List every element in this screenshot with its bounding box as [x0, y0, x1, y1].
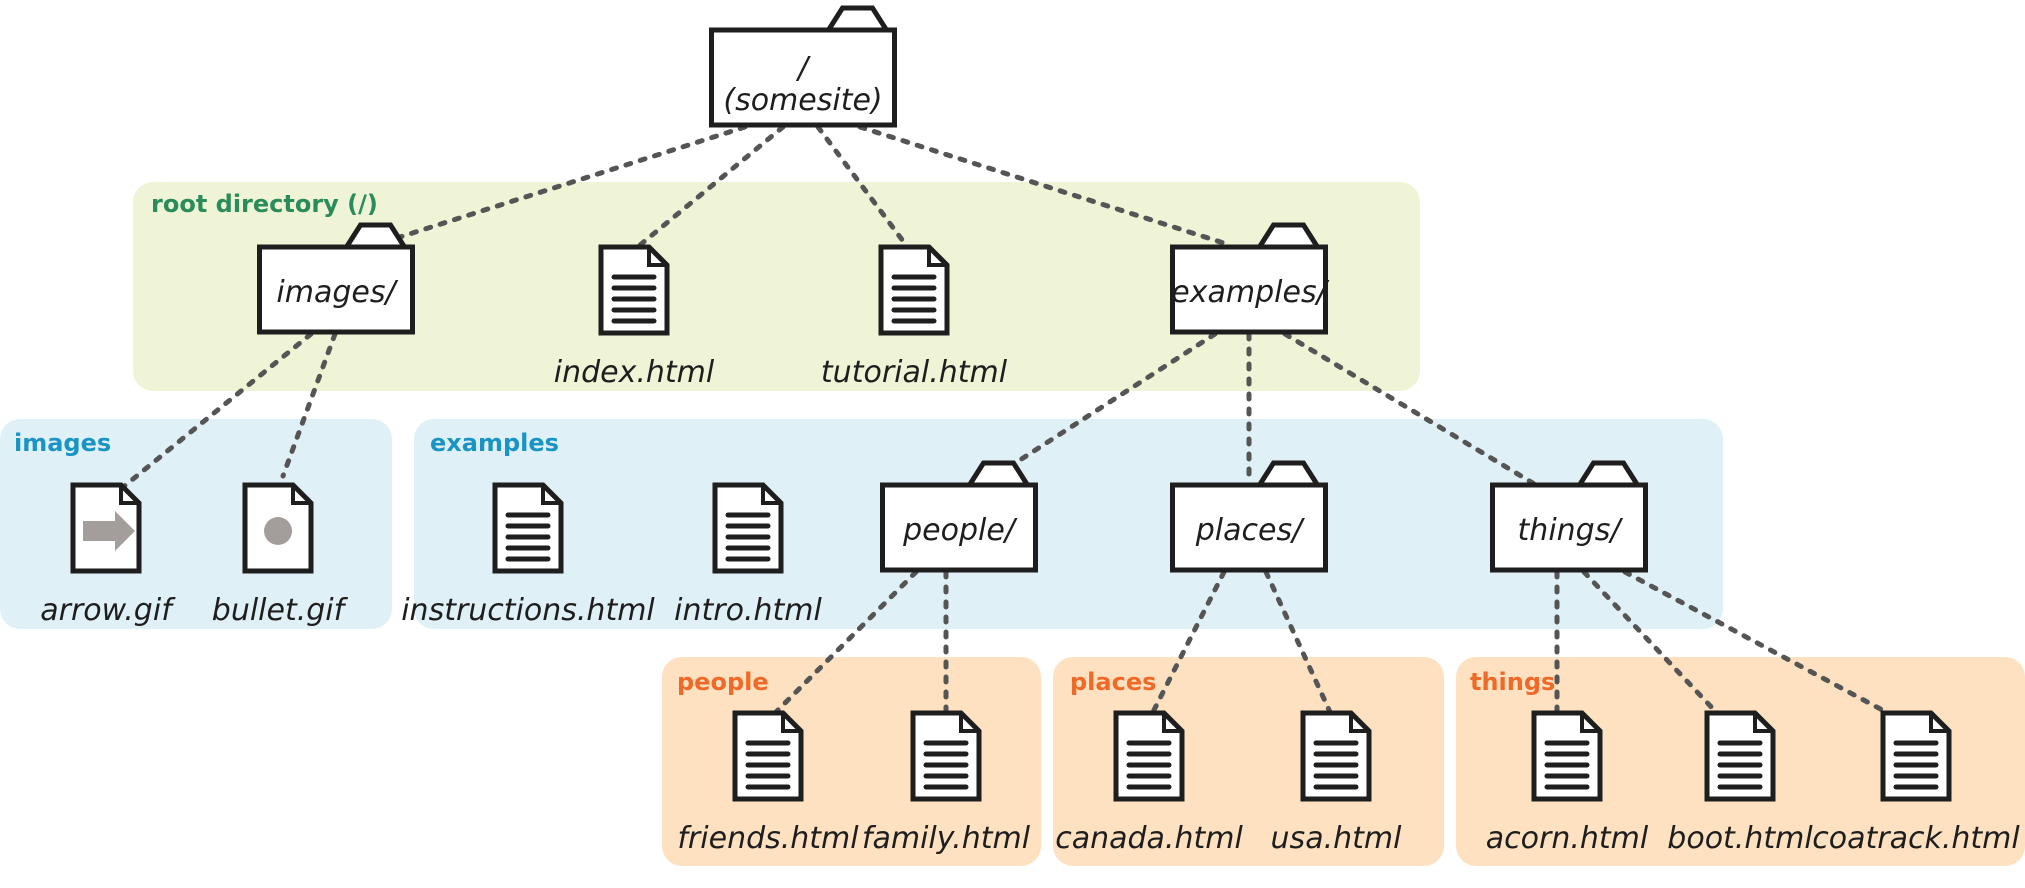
family-file-label: family.html	[862, 821, 1031, 856]
usa-file-label: usa.html	[1271, 821, 1403, 856]
people-folder-label: people/	[902, 513, 1018, 548]
node-acorn[interactable]: acorn.html	[1486, 710, 1649, 856]
examples-folder-label: examples/	[1171, 275, 1329, 310]
connector-site-to-images	[397, 124, 748, 240]
node-canada[interactable]: canada.html	[1055, 710, 1243, 856]
places-directory-region	[1053, 657, 1444, 866]
connector-images-to-arrow	[119, 331, 314, 491]
tutorial-file-label: tutorial.html	[821, 355, 1008, 390]
bullet-circle-icon	[264, 517, 292, 545]
node-tutorial[interactable]: tutorial.html	[821, 244, 1008, 390]
intro-file-label: intro.html	[674, 593, 822, 628]
connector-places-to-canada	[1150, 569, 1227, 715]
connector-images-to-bullet	[280, 331, 338, 479]
node-examples[interactable]: examples/	[1170, 222, 1330, 335]
root-directory-label: root directory (/)	[151, 190, 378, 218]
people-group-label: people	[677, 668, 769, 696]
acorn-page-fold	[1580, 713, 1600, 733]
images-folder-icon	[257, 244, 415, 335]
connector-examples-to-things	[1282, 331, 1539, 488]
node-places[interactable]: places/	[1170, 460, 1328, 573]
connector-people-to-friends	[773, 569, 919, 715]
bullet-file-label: bullet.gif	[212, 593, 349, 628]
node-intro[interactable]: intro.html	[674, 482, 823, 628]
root-folder-subtitle: (somesite)	[723, 83, 882, 118]
index-file-label: index.html	[554, 355, 715, 390]
node-index[interactable]: index.html	[554, 244, 715, 390]
boot-file-label: boot.html	[1667, 821, 1813, 856]
coatrack-page-fold	[1929, 713, 1949, 733]
family-page-fold	[959, 713, 979, 733]
node-instructions[interactable]: instructions.html	[401, 482, 655, 628]
connector-site-to-index	[637, 124, 786, 248]
intro-page-fold	[761, 485, 781, 505]
connector-lines	[119, 124, 1889, 715]
node-family[interactable]: family.html	[862, 710, 1031, 856]
bullet-page-fold	[291, 485, 311, 505]
images-folder-label: images/	[276, 275, 398, 310]
things-group-label: things	[1470, 668, 1555, 696]
acorn-file-label: acorn.html	[1486, 821, 1649, 856]
root-folder-tab	[823, 5, 892, 33]
images-directory-region	[0, 419, 392, 629]
node-arrow[interactable]: arrow.gif	[40, 482, 176, 628]
tutorial-page-fold	[927, 247, 947, 267]
arrow-page-fold	[119, 485, 139, 505]
root-directory-region	[133, 182, 1420, 391]
index-page-fold	[647, 247, 667, 267]
instructions-file-label: instructions.html	[401, 593, 655, 628]
canada-page-fold	[1162, 713, 1182, 733]
node-things[interactable]: things/	[1490, 460, 1648, 573]
node-friends[interactable]: friends.html	[677, 710, 859, 856]
arrow-file-label: arrow.gif	[40, 593, 176, 628]
connector-site-to-examples	[857, 124, 1233, 248]
coatrack-file-label: coatrack.html	[1812, 821, 2020, 856]
node-boot[interactable]: boot.html	[1667, 710, 1813, 856]
things-folder-label: things/	[1518, 513, 1624, 548]
places-group-label: places	[1070, 668, 1156, 696]
group-labels: root directory (/) images examples peopl…	[14, 190, 1555, 696]
connector-things-to-coatrack	[1622, 569, 1889, 715]
instructions-page-fold	[541, 485, 561, 505]
tree-nodes: /(somesite) images/index.html tutorial.htm…	[40, 5, 2020, 856]
images-group-label: images	[14, 429, 111, 457]
node-bullet[interactable]: bullet.gif	[212, 482, 349, 628]
connector-things-to-boot	[1581, 569, 1719, 715]
connector-examples-to-people	[1017, 331, 1218, 463]
friends-page-fold	[781, 713, 801, 733]
people-folder-icon	[880, 482, 1038, 573]
examples-group-label: examples	[430, 429, 559, 457]
boot-page-fold	[1753, 713, 1773, 733]
canada-file-label: canada.html	[1055, 821, 1243, 856]
node-usa[interactable]: usa.html	[1271, 710, 1403, 856]
connector-site-to-tutorial	[815, 124, 909, 248]
node-images[interactable]: images/	[257, 222, 415, 335]
arrow-right-icon	[83, 511, 135, 551]
root-folder-icon	[709, 27, 897, 128]
usa-page-fold	[1349, 713, 1369, 733]
examples-directory-region	[414, 419, 1723, 629]
places-folder-icon	[1170, 482, 1328, 573]
things-folder-icon	[1490, 482, 1648, 573]
root-folder-name: /	[795, 51, 811, 86]
examples-folder-icon	[1170, 244, 1328, 335]
node-coatrack[interactable]: coatrack.html	[1812, 710, 2020, 856]
places-folder-label: places/	[1195, 513, 1305, 548]
connector-places-to-usa	[1263, 569, 1333, 715]
node-site[interactable]: /(somesite)	[709, 5, 897, 128]
node-people[interactable]: people/	[880, 460, 1038, 573]
friends-file-label: friends.html	[677, 821, 859, 856]
